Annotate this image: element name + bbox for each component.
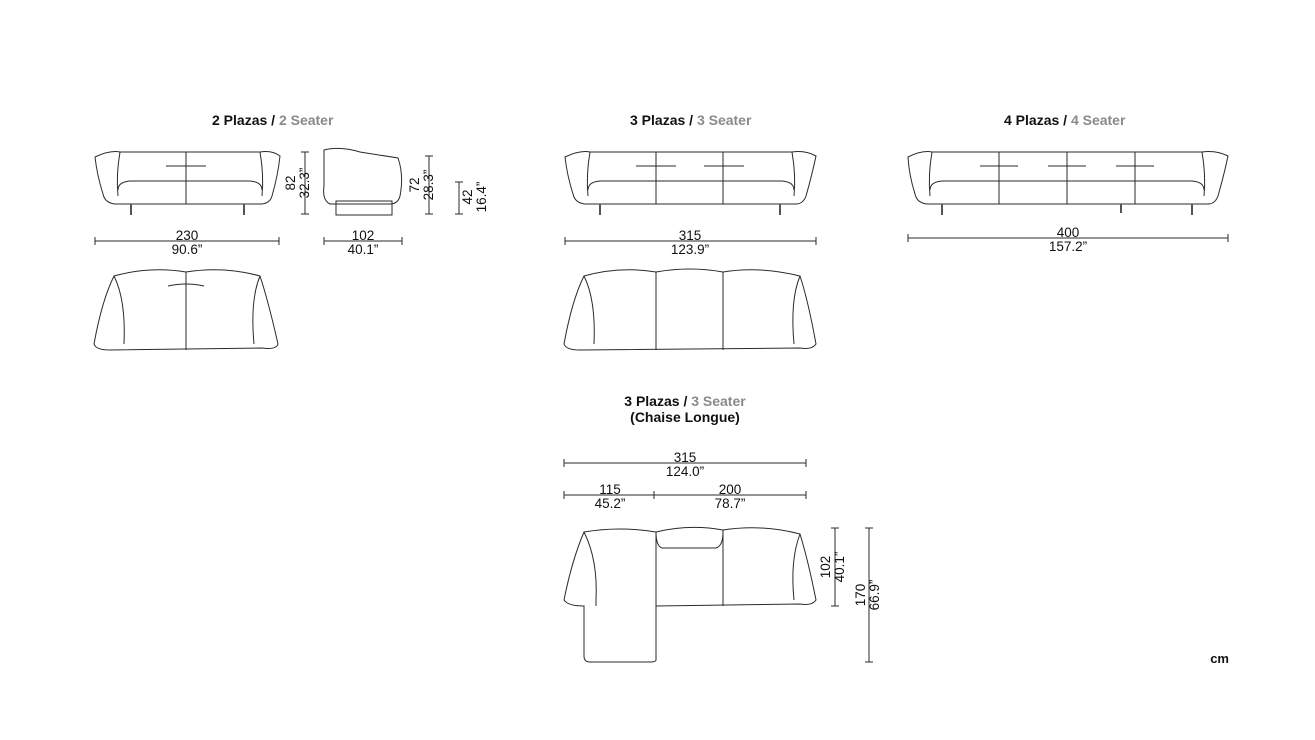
four-seater-width-cm: 400 [1056,225,1080,240]
two-seater-back-dim: 72 28.3” [407,155,436,215]
two-seater-top-view [93,269,279,351]
two-seater-height-dim: 82 32.3” [283,153,312,213]
chaise-depth-cm: 102 [818,555,833,579]
chaise-top-view [563,526,817,663]
two-seater-seat-in: 16.4” [474,181,489,213]
unit-label: cm [1210,651,1229,666]
chaise-plazas: 3 Plazas [624,393,680,409]
two-seater-width-cm: 230 [175,228,199,243]
chaise-part-in: 45.2” [594,496,626,511]
two-seater-plazas: 2 Plazas [212,112,268,128]
four-seater-front-view [907,151,1229,215]
two-seater-width-in: 90.6” [171,242,203,257]
chaise-sofa-dim: 200 78.7” [700,483,760,511]
two-seater-height-in: 32.3” [297,167,312,199]
chaise-total-in: 124.0” [665,464,705,479]
three-seater-title: 3 Plazas / 3 Seater [630,112,751,128]
three-seater-seater: 3 Seater [696,112,752,128]
three-seater-plazas: 3 Plazas [630,112,686,128]
chaise-sofa-cm: 200 [718,482,742,497]
four-seater-seater: 4 Seater [1070,112,1126,128]
two-seater-depth-dim: 102 40.1” [333,229,393,257]
four-seater-width-dim: 400 157.2” [1038,226,1098,254]
four-seater-width-in: 157.2” [1048,239,1088,254]
two-seater-seat-dim: 42 16.4” [460,167,489,227]
chaise-seater: 3 Seater [691,393,746,409]
four-seater-sep: / [1063,112,1068,128]
chaise-part-cm: 115 [599,482,621,497]
dimension-lines [94,151,1229,663]
chaise-subtitle: (Chaise Longue) [630,409,740,425]
two-seater-sep: / [271,112,276,128]
two-seater-seat-cm: 42 [460,189,475,205]
three-seater-front-view [564,151,817,215]
three-seater-width-dim: 315 123.9” [660,229,720,257]
two-seater-side-view [323,147,403,216]
three-seater-top-view [563,268,817,351]
chaise-long-depth-dim: 170 66.9” [853,565,882,625]
two-seater-front-view [94,151,281,215]
two-seater-width-dim: 230 90.6” [157,229,217,257]
four-seater-title: 4 Plazas / 4 Seater [1004,112,1125,128]
two-seater-back-in: 28.3” [421,169,436,201]
chaise-sofa-in: 78.7” [714,496,746,511]
three-seater-width-cm: 315 [678,228,702,243]
four-seater-plazas: 4 Plazas [1004,112,1060,128]
three-seater-sep: / [689,112,694,128]
chaise-total-dim: 315 124.0” [655,451,715,479]
chaise-depth-in: 40.1” [832,551,847,583]
chaise-part-dim: 115 45.2” [580,483,640,511]
chaise-title: 3 Plazas / 3 Seater (Chaise Longue) [605,393,765,425]
chaise-depth-dim: 102 40.1” [818,537,847,597]
two-seater-depth-in: 40.1” [347,242,379,257]
two-seater-height-cm: 82 [283,175,298,191]
chaise-sep: / [683,393,688,409]
chaise-long-depth-cm: 170 [853,583,868,607]
two-seater-seater: 2 Seater [278,112,334,128]
chaise-total-cm: 315 [673,450,697,465]
three-seater-width-in: 123.9” [670,242,710,257]
chaise-long-depth-in: 66.9” [867,579,882,611]
two-seater-back-cm: 72 [407,177,422,193]
two-seater-title: 2 Plazas / 2 Seater [212,112,333,128]
two-seater-depth-cm: 102 [351,228,375,243]
